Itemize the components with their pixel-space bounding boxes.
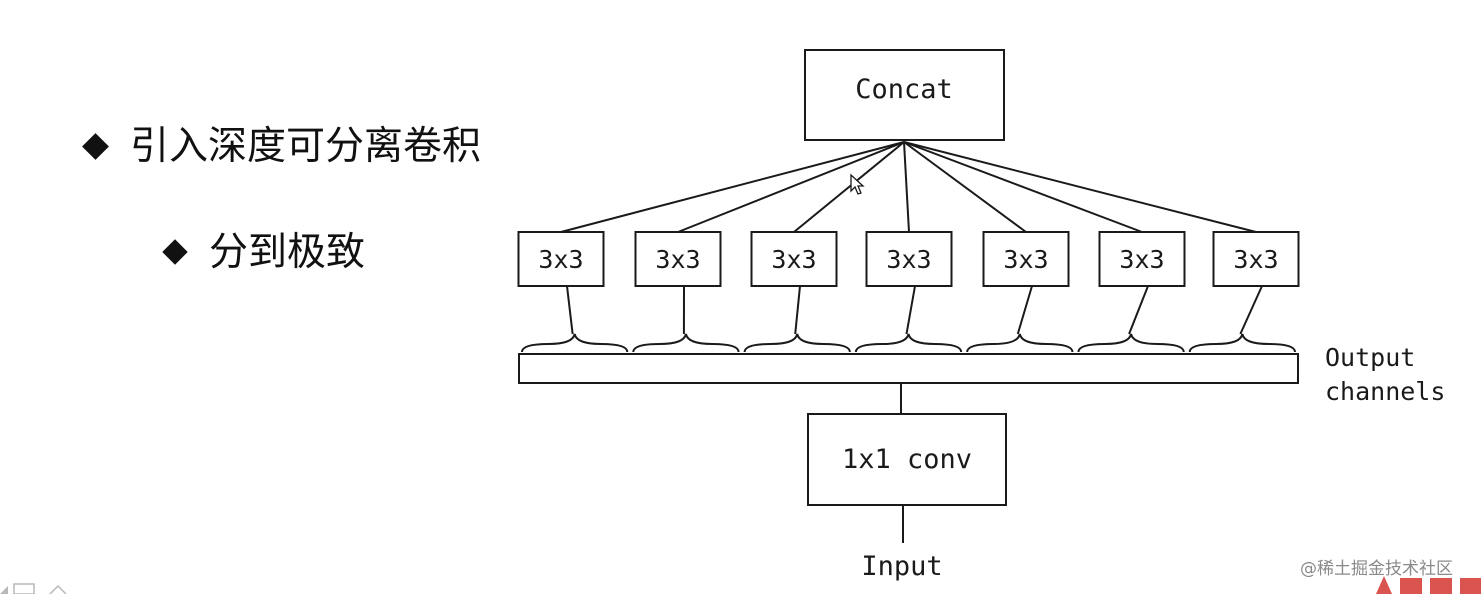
fan-line-6 bbox=[903, 141, 1143, 233]
fan-line-4 bbox=[903, 141, 910, 233]
fan-line-5 bbox=[903, 141, 1027, 233]
branch-box-7 bbox=[1212, 231, 1300, 287]
branch-label-6: 3x3 bbox=[1119, 245, 1164, 274]
bullet-text-extreme: 分到极致 bbox=[209, 229, 366, 275]
output-channels-bar bbox=[518, 353, 1299, 384]
fan-line-3 bbox=[793, 141, 905, 233]
bullet-level-2: 分到极致 bbox=[160, 224, 365, 280]
next-slide-icon[interactable] bbox=[49, 584, 67, 594]
branch-label-4: 3x3 bbox=[886, 245, 931, 274]
bullet-level-1: 引入深度可分离卷积 bbox=[80, 118, 481, 174]
branch-box-1 bbox=[517, 231, 605, 287]
brand-logo-icon bbox=[1376, 576, 1481, 594]
concat-fan-lines bbox=[560, 141, 1257, 233]
channel-brace-6 bbox=[1077, 333, 1185, 353]
fan-line-7 bbox=[903, 141, 1257, 233]
branch-connector-6 bbox=[1128, 285, 1149, 335]
channel-brace-2 bbox=[632, 333, 740, 353]
branch-box-6 bbox=[1098, 231, 1186, 287]
corner-toolbar bbox=[0, 583, 67, 594]
branch-label-1: 3x3 bbox=[538, 245, 583, 274]
channel-brace-4 bbox=[854, 333, 963, 353]
channel-brace-5 bbox=[966, 333, 1074, 353]
mouse-cursor-icon bbox=[850, 173, 865, 195]
conv-1x1-box bbox=[807, 413, 1007, 506]
branch-connector-7 bbox=[1239, 285, 1263, 335]
branch-label-5: 3x3 bbox=[1003, 245, 1048, 274]
input-label: Input bbox=[861, 551, 942, 582]
branch-boxes: 3x3 3x3 3x3 3x3 3x3 3x3 3x3 bbox=[517, 231, 1300, 287]
bullet-text-depthwise: 引入深度可分离卷积 bbox=[130, 123, 482, 169]
channel-group-braces bbox=[521, 333, 1296, 353]
branch-box-3 bbox=[750, 231, 838, 287]
conv-1x1-label: 1x1 conv bbox=[842, 444, 972, 475]
branch-connector-5 bbox=[1016, 285, 1033, 335]
branch-label-3: 3x3 bbox=[771, 245, 816, 274]
slide-view-icon[interactable] bbox=[13, 583, 35, 594]
branch-connector-3 bbox=[794, 285, 801, 335]
branch-box-4 bbox=[865, 231, 953, 287]
watermark-text: @稀土掘金技术社区 bbox=[1300, 559, 1453, 579]
branch-label-7: 3x3 bbox=[1233, 245, 1278, 274]
prev-slide-icon[interactable] bbox=[0, 586, 8, 594]
branch-connectors bbox=[566, 285, 1263, 335]
channel-brace-1 bbox=[521, 333, 629, 353]
branch-box-5 bbox=[982, 231, 1070, 287]
concat-label: Concat bbox=[855, 74, 953, 105]
output-channels-label-line1: Output bbox=[1325, 343, 1415, 372]
concat-box bbox=[804, 49, 1005, 141]
fan-line-2 bbox=[677, 141, 905, 233]
fan-line-1 bbox=[560, 141, 905, 233]
branch-label-2: 3x3 bbox=[655, 245, 700, 274]
channel-brace-3 bbox=[743, 333, 851, 353]
branch-box-2 bbox=[634, 231, 722, 287]
branch-connector-1 bbox=[566, 285, 574, 335]
output-channels-label-line2: channels bbox=[1325, 377, 1445, 406]
channel-brace-7 bbox=[1188, 333, 1296, 353]
branch-connector-4 bbox=[905, 285, 916, 335]
